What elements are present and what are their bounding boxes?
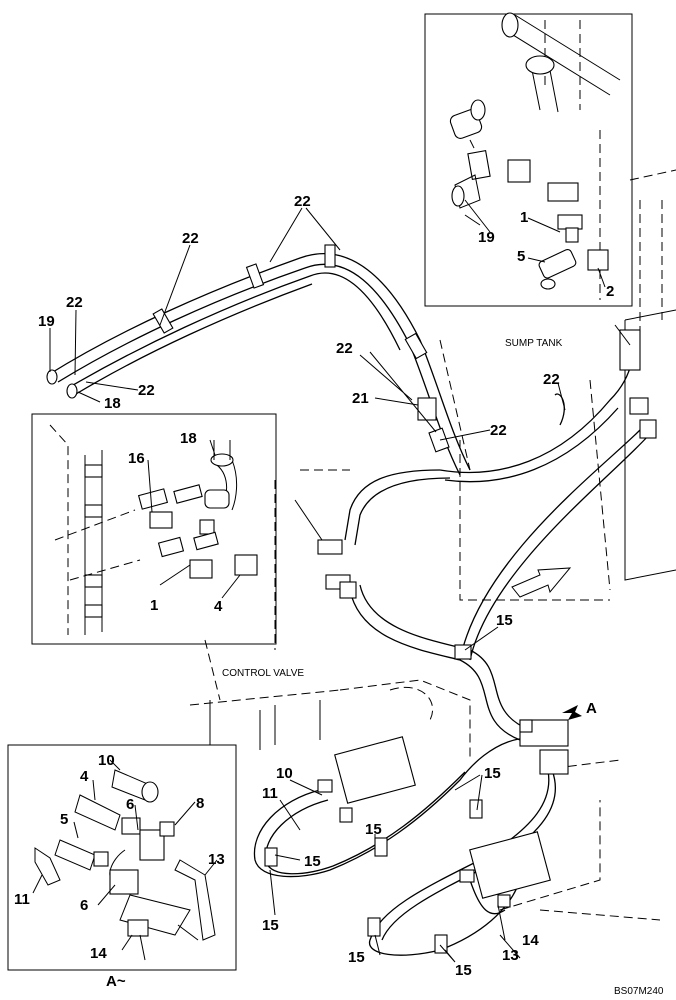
label-15: 15 [496, 612, 513, 629]
label-22: 22 [138, 382, 155, 399]
label-5: 5 [517, 248, 525, 265]
label-22: 22 [182, 230, 199, 247]
label-6: 6 [80, 897, 88, 914]
label-19: 19 [478, 229, 495, 246]
label-15: 15 [484, 765, 501, 782]
label-14: 14 [90, 945, 107, 962]
label-16: 16 [128, 450, 145, 467]
label-18: 18 [180, 430, 197, 447]
inset-control-valve-detail [31, 413, 277, 645]
label-15: 15 [455, 962, 472, 979]
label-13: 13 [502, 947, 519, 964]
label-11: 11 [14, 891, 30, 908]
label-15: 15 [348, 949, 365, 966]
label-15: 15 [365, 821, 382, 838]
label-22: 22 [294, 193, 311, 210]
label-1: 1 [150, 597, 158, 614]
label-22: 22 [490, 422, 507, 439]
label-8: 8 [196, 795, 204, 812]
label-4: 4 [214, 598, 223, 615]
label-14: 14 [522, 932, 539, 949]
view-a-detail-caption: A~ [106, 973, 126, 990]
label-19: 19 [38, 313, 55, 330]
drawing-code: BS07M240 [614, 986, 664, 997]
mid-hose-runs [344, 429, 649, 741]
label-18: 18 [104, 395, 121, 412]
sump-tank-note: SUMP TANK [505, 338, 563, 349]
control-valve-note: CONTROL VALVE [222, 668, 304, 679]
view-a-arrow-icon [562, 705, 582, 720]
flow-arrow-icon [511, 567, 572, 598]
label-11: 11 [262, 785, 278, 802]
view-a-marker: A [586, 700, 597, 717]
label-21: 21 [352, 390, 369, 407]
label-1: 1 [520, 209, 528, 226]
inset-view-a-detail [7, 744, 237, 971]
machine-frame-outline [189, 169, 676, 921]
part-labels: 22 22 22 19 22 18 22 21 22 22 1 19 5 2 1… [14, 193, 614, 979]
leader-lines [32, 199, 631, 963]
label-15: 15 [262, 917, 279, 934]
inset-sump-tank-detail [424, 12, 633, 307]
label-2: 2 [606, 283, 614, 300]
label-10: 10 [98, 752, 115, 769]
label-15: 15 [304, 853, 321, 870]
label-22: 22 [336, 340, 353, 357]
label-5: 5 [60, 811, 68, 828]
label-10: 10 [276, 765, 293, 782]
label-13: 13 [208, 851, 225, 868]
label-22: 22 [66, 294, 83, 311]
label-6: 6 [126, 796, 134, 813]
label-22: 22 [543, 371, 560, 388]
hose-clamps [46, 244, 657, 954]
label-4: 4 [80, 768, 89, 785]
